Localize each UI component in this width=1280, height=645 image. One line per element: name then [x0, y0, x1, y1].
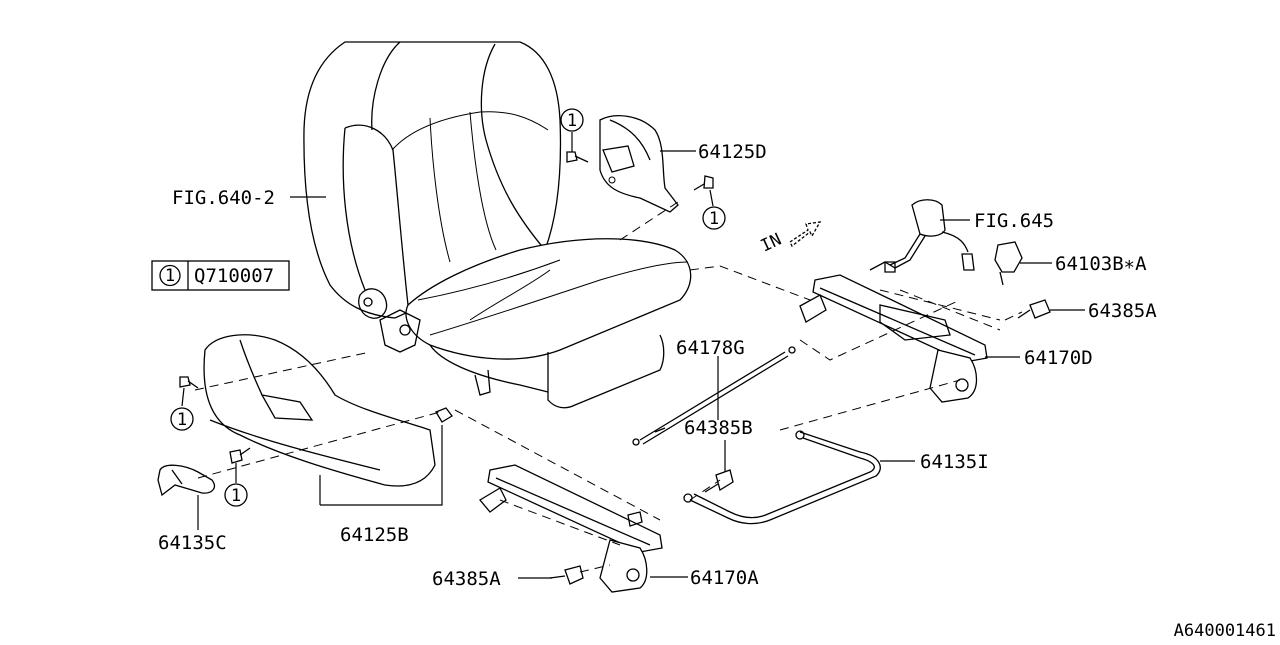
dashed-assembly-lines: [194, 201, 1023, 573]
label-fig-645: FIG.645: [974, 210, 1054, 232]
callout-1-left-upper: 1: [170, 407, 194, 431]
bolt-64385a-top: [1017, 299, 1051, 319]
screw-64125d-left: [566, 151, 589, 163]
callout-1-right: 1: [702, 206, 726, 230]
in-arrow-label: IN: [758, 230, 785, 257]
svg-text:1: 1: [709, 209, 719, 229]
screw-64125d-right: [693, 175, 714, 191]
seat-belt-buckle: [884, 199, 975, 273]
seat-assembly: [303, 41, 692, 409]
label-64385b: 64385B: [684, 417, 753, 439]
label-64178g: 64178G: [676, 337, 745, 359]
towel-bar-64135i: [683, 430, 881, 525]
label-64125d: 64125D: [698, 141, 767, 163]
callout-1-left-lower: 1: [224, 483, 248, 507]
rail-64170a: [479, 464, 663, 593]
label-64135c: 64135C: [158, 532, 227, 554]
in-direction-arrow: IN: [758, 221, 822, 257]
callout-1-top: 1: [560, 108, 584, 132]
legend-box: 1 Q710007: [151, 260, 290, 291]
cable-64178g: [632, 346, 796, 446]
label-64135i: 64135I: [920, 451, 989, 473]
label-fig-640-2: FIG.640-2: [172, 187, 275, 209]
label-64385a-bottom: 64385A: [432, 568, 501, 590]
bolt-64385a-bottom: [549, 565, 584, 585]
svg-text:1: 1: [177, 410, 187, 430]
label-64170d: 64170D: [1024, 347, 1093, 369]
screw-64125b-lower: [229, 447, 251, 464]
leader-lines: [181, 132, 1085, 579]
rail-64170d: [799, 261, 988, 403]
side-cover-64125b: [203, 334, 436, 487]
svg-text:1: 1: [567, 111, 577, 131]
knob-64135c: [157, 464, 216, 497]
svg-text:1: 1: [231, 486, 241, 506]
screw-64125b-upper: [179, 376, 199, 389]
label-64385a-top: 64385A: [1088, 300, 1157, 322]
label-64170a: 64170A: [690, 567, 759, 589]
label-64125b: 64125B: [340, 524, 409, 546]
label-64103b-a: 64103B∗A: [1055, 253, 1147, 275]
diagram-code: A640001461: [1174, 621, 1276, 640]
side-cover-64125d: [599, 115, 679, 213]
legend-part-number: Q710007: [194, 265, 274, 287]
legend-number: 1: [165, 266, 175, 286]
harness-64103b: [994, 241, 1023, 286]
clip-64125b: [435, 407, 453, 423]
